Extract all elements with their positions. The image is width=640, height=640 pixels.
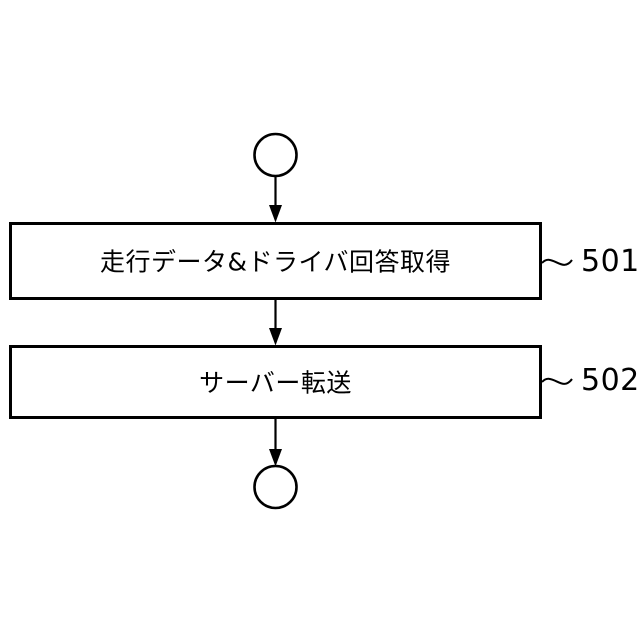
reference-leader-line-501 [541, 258, 573, 266]
reference-leader-line-502 [541, 377, 573, 385]
reference-number-502: 502 [581, 363, 640, 398]
process-box-502-rect [9, 345, 542, 419]
arrow-head-icon [269, 205, 282, 223]
connector-start-to-501 [269, 176, 282, 223]
process-box-502[interactable]: サーバー転送 [9, 345, 542, 419]
process-box-501[interactable]: 走行データ&ドライバ回答取得 [9, 222, 542, 300]
arrow-head-icon [269, 328, 282, 346]
start-terminal-circle [253, 132, 298, 178]
start-terminal-node [253, 132, 298, 178]
connector-502-to-end [269, 418, 282, 467]
reference-number-501: 501 [581, 244, 640, 279]
process-box-502-label: サーバー転送 [199, 369, 352, 398]
end-terminal-node [253, 464, 298, 510]
reference-callout-502: 502 [541, 363, 640, 398]
end-terminal-circle [253, 464, 298, 510]
arrow-head-icon [269, 449, 282, 467]
process-box-501-label: 走行データ&ドライバ回答取得 [100, 248, 451, 277]
connector-501-to-502 [269, 299, 282, 346]
process-box-501-rect [9, 222, 542, 300]
reference-callout-501: 501 [541, 244, 640, 279]
